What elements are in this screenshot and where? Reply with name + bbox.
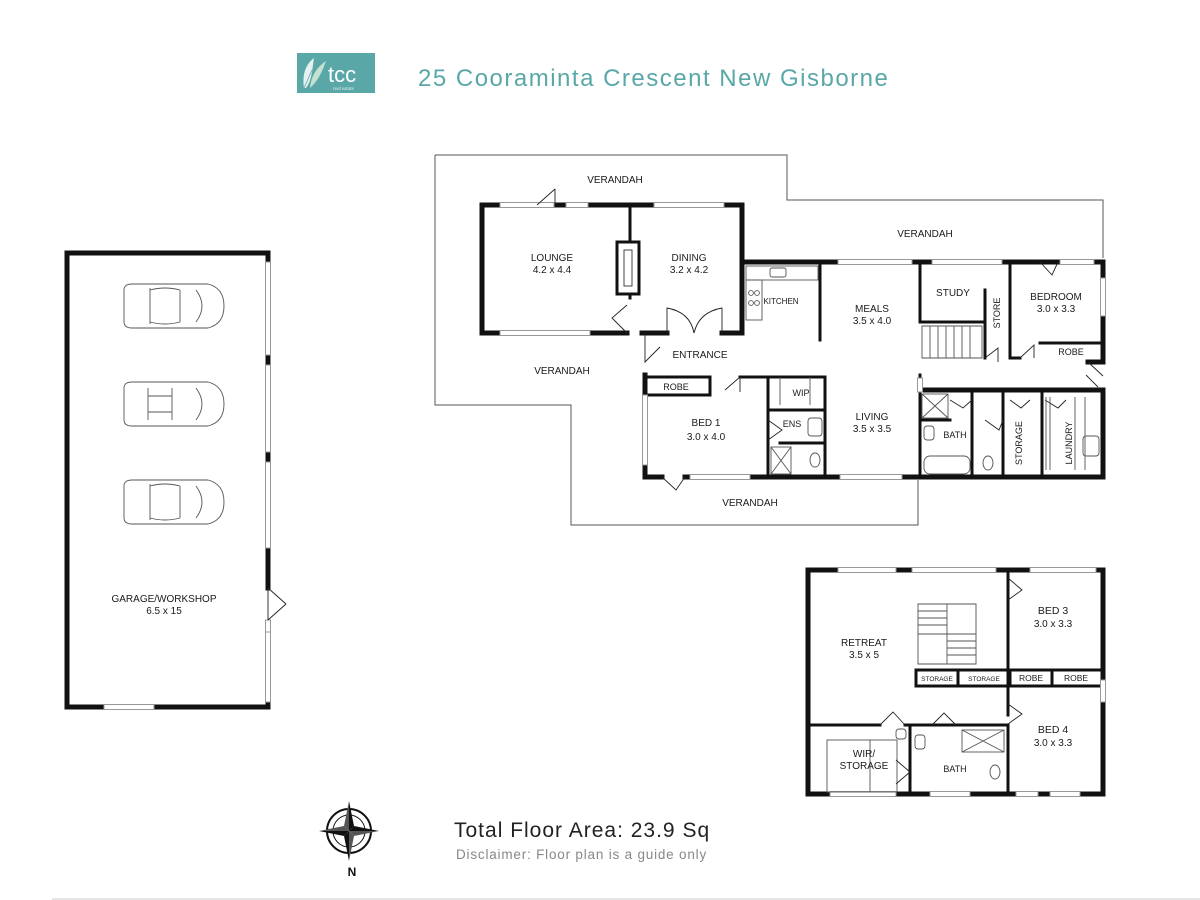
wir-label-line1: WIR/ (853, 749, 875, 760)
retreat-label: RETREAT (841, 638, 887, 649)
verandah-right-label: VERANDAH (897, 229, 953, 240)
bed1-dims: 3.0 x 4.0 (687, 432, 726, 443)
living-label: LIVING (856, 412, 889, 423)
bed3-dims: 3.0 x 3.3 (1034, 619, 1073, 630)
kitchen-label: KITCHEN (763, 297, 798, 306)
store-label: STORE (992, 298, 1002, 329)
ground-floor-fixtures (745, 265, 1100, 475)
property-address: 25 Cooraminta Crescent New Gisborne (418, 65, 889, 92)
laundry-label: LAUNDRY (1064, 422, 1074, 465)
upper-floor-fixtures (826, 603, 1005, 793)
bedroom-label: BEDROOM (1030, 292, 1082, 303)
meals-dims: 3.5 x 4.0 (853, 316, 892, 327)
dining-label: DINING (672, 253, 707, 264)
bed3-label: BED 3 (1038, 605, 1069, 617)
ground-floor-doors (536, 188, 1104, 491)
storage-label: STORAGE (1014, 421, 1024, 465)
garage-outline (64, 250, 287, 710)
disclaimer: Disclaimer: Floor plan is a guide only (456, 847, 707, 862)
bed1-label: BED 1 (692, 418, 721, 429)
upper-bath-label: BATH (943, 764, 966, 774)
lounge-label: LOUNGE (531, 253, 574, 264)
logo-subtext: real estate (333, 87, 355, 92)
robe-1-label: ROBE (1019, 673, 1043, 683)
car-icon (123, 479, 225, 525)
bath-label: BATH (943, 430, 966, 440)
compass-north-label: N (348, 865, 357, 879)
total-floor-area: Total Floor Area: 23.9 Sq (454, 819, 710, 842)
upper-floor-doors (879, 577, 1023, 785)
storage-2-label: STORAGE (968, 676, 1000, 683)
garage-dims: 6.5 x 15 (146, 606, 182, 617)
retreat-dims: 3.5 x 5 (849, 650, 879, 661)
lounge-dims: 4.2 x 4.4 (533, 265, 572, 276)
bed4-dims: 3.0 x 3.3 (1034, 738, 1073, 749)
study-label: STUDY (936, 288, 970, 299)
ens-label: ENS (783, 419, 802, 429)
verandah-bottom-label: VERANDAH (722, 498, 778, 509)
compass-icon (319, 801, 379, 861)
dining-dims: 3.2 x 4.2 (670, 265, 709, 276)
robe-bed1-label: ROBE (663, 382, 689, 392)
bed4-label: BED 4 (1038, 724, 1069, 736)
verandah-top-label: VERANDAH (587, 175, 643, 186)
car-icon (123, 381, 225, 427)
verandah-left-label: VERANDAH (534, 366, 590, 377)
entrance-label: ENTRANCE (672, 350, 727, 361)
garage-label: GARAGE/WORKSHOP (111, 594, 216, 605)
robe-label: ROBE (1058, 347, 1084, 357)
logo-text: tcc (328, 62, 356, 87)
wir-label-line2: STORAGE (840, 761, 889, 772)
verandah-outline (434, 154, 1104, 526)
meals-label: MEALS (855, 304, 889, 315)
bedroom-dims: 3.0 x 3.3 (1037, 304, 1076, 315)
living-dims: 3.5 x 3.5 (853, 424, 892, 435)
ground-floor-walls (479, 202, 1106, 480)
upper-floor-windows (829, 567, 1106, 797)
ground-floor-windows (499, 202, 1106, 480)
wip-label: WIP (793, 388, 810, 398)
storage-1-label: STORAGE (921, 676, 953, 683)
brand-logo: tcc real estate (297, 53, 375, 93)
robe-2-label: ROBE (1064, 673, 1088, 683)
car-icon (123, 283, 225, 329)
